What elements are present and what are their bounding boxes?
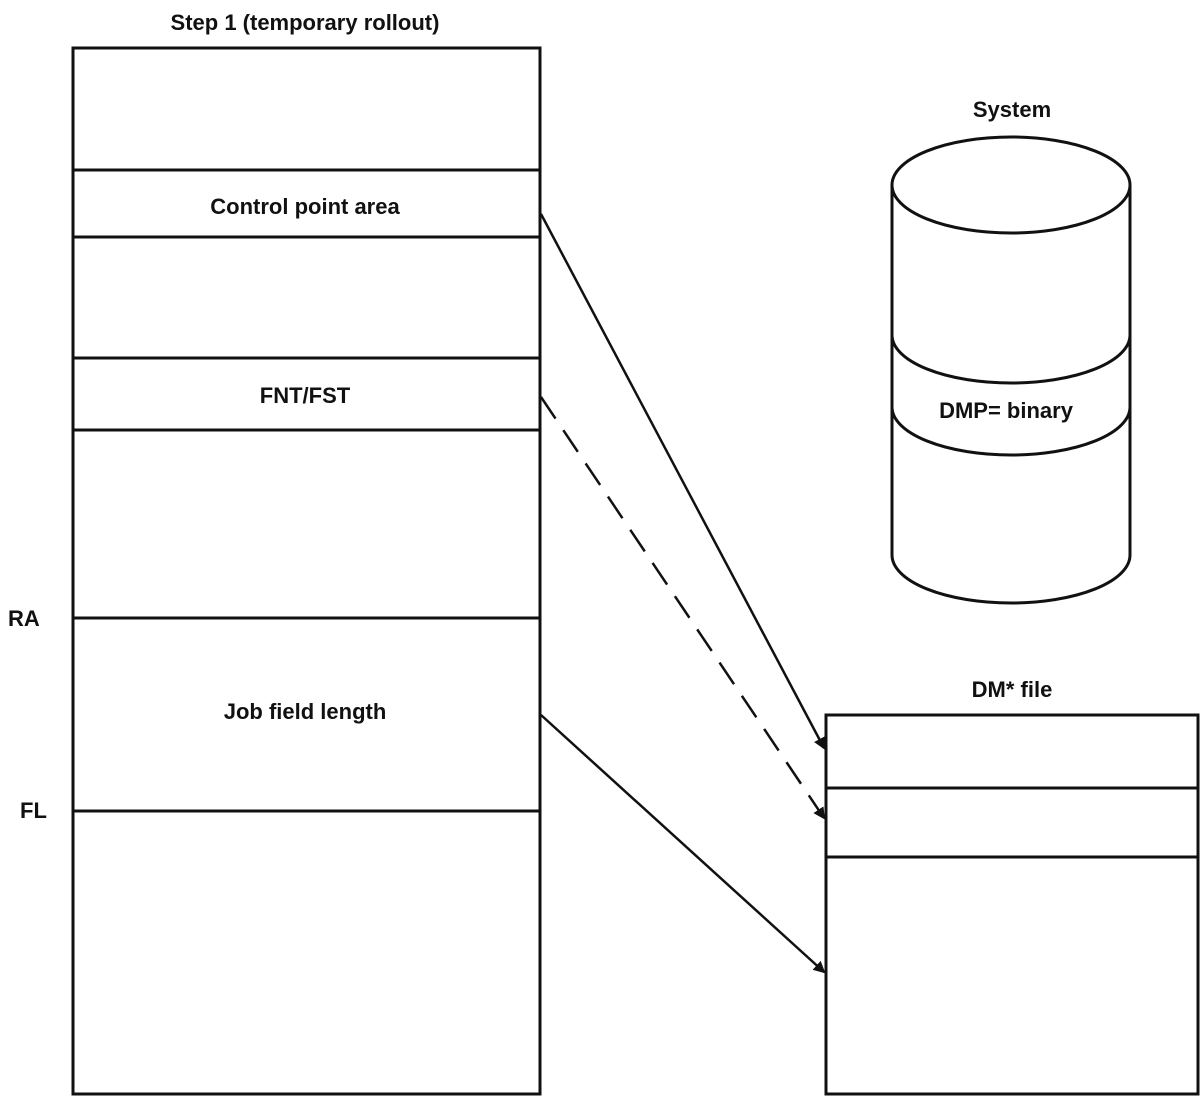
fl-marker-label: FL: [20, 798, 47, 823]
dm-file-title: DM* file: [972, 677, 1053, 702]
arrow-control-point-to-dm-file: [539, 213, 826, 750]
memory-column-title: Step 1 (temporary rollout): [171, 10, 440, 35]
control-point-area-label: Control point area: [210, 194, 400, 219]
dmp-binary-label: DMP= binary: [939, 398, 1074, 423]
arrow-fnt-fst-to-dm-file: [539, 396, 826, 820]
dm-file-box: [824, 713, 1200, 1096]
ra-marker-label: RA: [8, 606, 40, 631]
memory-column-box: [71, 46, 542, 1096]
system-disk-cylinder: [890, 135, 1132, 605]
fnt-fst-label: FNT/FST: [260, 383, 351, 408]
system-title: System: [973, 97, 1051, 122]
job-field-length-label: Job field length: [224, 699, 387, 724]
arrow-job-field-to-dm-file: [540, 714, 826, 974]
